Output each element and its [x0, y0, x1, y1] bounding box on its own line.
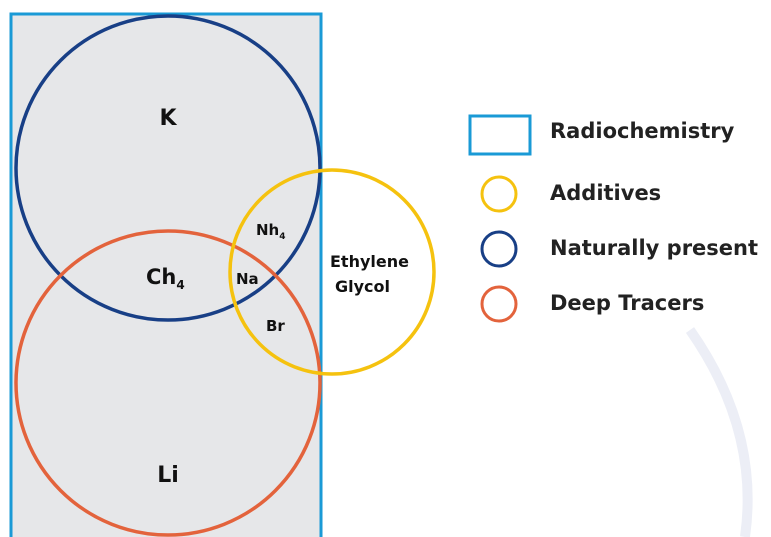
label-glycol: Glycol: [335, 277, 390, 296]
legend-label-deep-tracers: Deep Tracers: [550, 291, 705, 315]
label-br: Br: [266, 317, 285, 335]
decorative-swoosh: [685, 327, 753, 537]
legend-label-additives: Additives: [550, 181, 662, 205]
label-k: K: [159, 106, 177, 131]
legend-deep-tracers-swatch: [480, 285, 518, 323]
legend-label-radiochemistry: Radiochemistry: [550, 119, 735, 143]
label-ethylene: Ethylene: [330, 252, 409, 271]
naturally-present-circle: [14, 14, 322, 322]
legend-additives-swatch: [480, 175, 518, 213]
legend-radiochemistry-swatch: [468, 114, 532, 156]
legend-label-naturally-present: Naturally present: [550, 236, 759, 260]
additives-circle: [228, 168, 436, 376]
label-nh4: Nh4: [256, 221, 286, 242]
label-na: Na: [236, 270, 259, 288]
label-ch4: Ch4: [146, 265, 185, 292]
deep-tracers-circle: [14, 229, 322, 537]
label-li: Li: [157, 463, 179, 488]
legend-naturally-present-swatch: [480, 230, 518, 268]
